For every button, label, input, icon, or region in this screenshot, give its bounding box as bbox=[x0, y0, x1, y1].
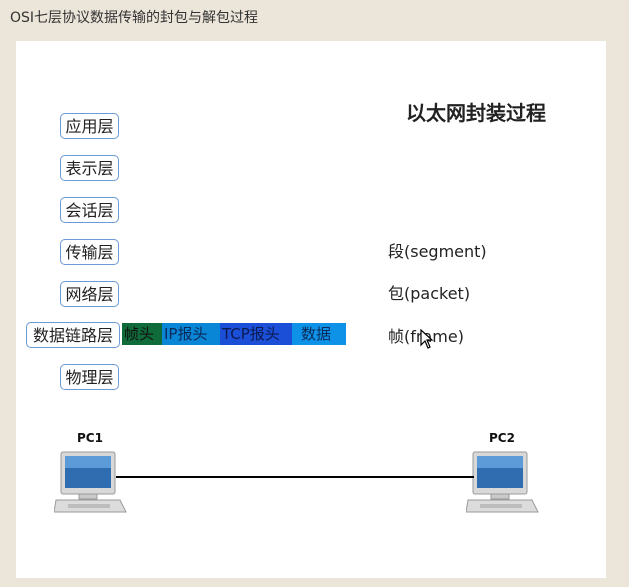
layer-application: 应用层 bbox=[60, 113, 119, 139]
network-link-line bbox=[116, 476, 474, 478]
pc1-computer-icon bbox=[54, 451, 127, 513]
slide-title: 以太网封装过程 bbox=[406, 101, 546, 125]
layer-data-link: 数据链路层 bbox=[26, 322, 120, 348]
layer-session: 会话层 bbox=[60, 197, 119, 223]
frame-header-segment: 帧头 bbox=[122, 323, 162, 345]
data-segment: 数据 bbox=[292, 323, 346, 345]
layer-transport: 传输层 bbox=[60, 239, 119, 265]
ip-header-segment: IP报头 bbox=[162, 323, 220, 345]
layer-physical: 物理层 bbox=[60, 364, 119, 390]
pc2-computer-icon bbox=[466, 451, 539, 513]
tcp-header-segment: TCP报头 bbox=[220, 323, 292, 345]
slide-canvas: 以太网封装过程 应用层 表示层 会话层 传输层 网络层 数据链路层 物理层 帧头… bbox=[16, 41, 606, 578]
mouse-cursor-icon bbox=[420, 329, 434, 349]
layer-network: 网络层 bbox=[60, 281, 119, 307]
unit-segment-label: 段(segment) bbox=[388, 242, 487, 261]
layer-presentation: 表示层 bbox=[60, 155, 119, 181]
pc1-label: PC1 bbox=[77, 431, 103, 445]
pc2-label: PC2 bbox=[489, 431, 515, 445]
window-title: OSI七层协议数据传输的封包与解包过程 bbox=[10, 10, 259, 26]
unit-packet-label: 包(packet) bbox=[388, 284, 471, 303]
